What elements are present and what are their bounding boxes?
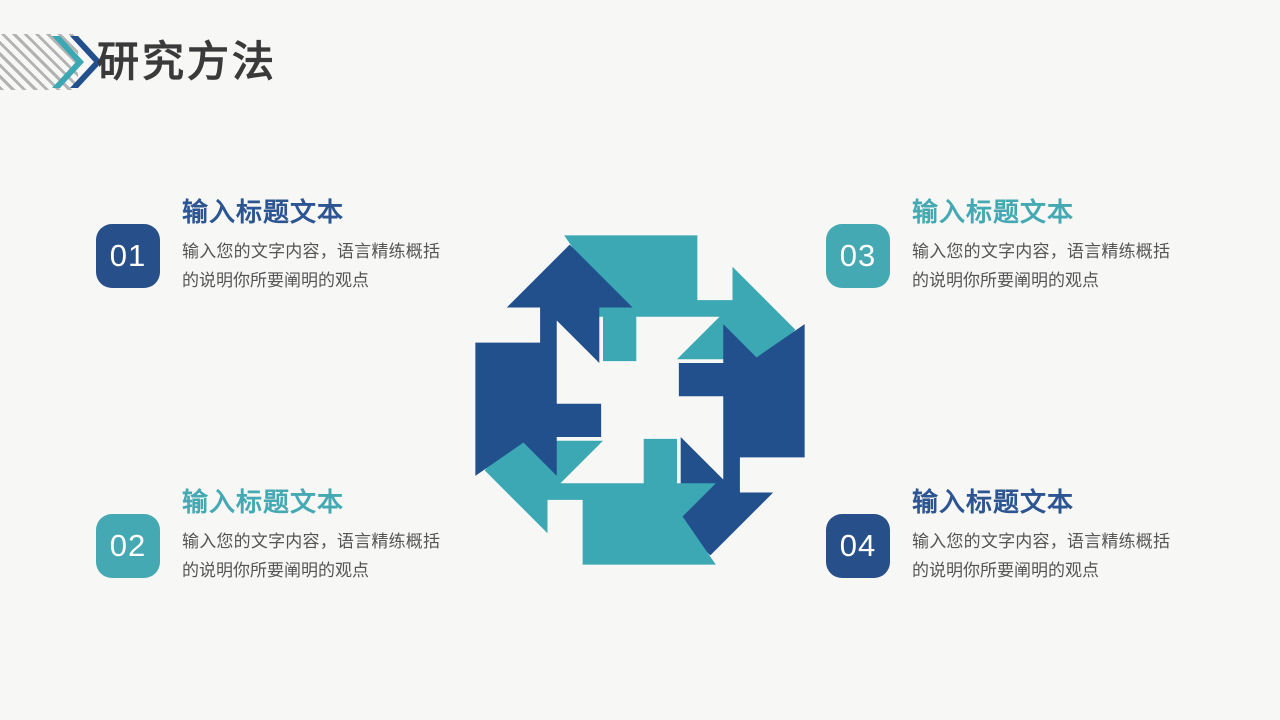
chevron-navy-icon <box>70 36 102 88</box>
item-description-04: 输入您的文字内容，语言精练概括的说明你所要阐明的观点 <box>912 532 1170 581</box>
item-text-block-04: 输入标题文本 输入您的文字内容，语言精练概括的说明你所要阐明的观点 <box>912 486 1196 586</box>
item-text-block-02: 输入标题文本 输入您的文字内容，语言精练概括的说明你所要阐明的观点 <box>182 486 466 586</box>
page-title: 研究方法 <box>97 37 278 86</box>
item-title-02: 输入标题文本 <box>182 488 345 518</box>
feature-item-03[interactable]: 03 输入标题文本 输入您的文字内容，语言精练概括的说明你所要阐明的观点 <box>826 196 1196 296</box>
feature-item-02[interactable]: 02 输入标题文本 输入您的文字内容，语言精练概括的说明你所要阐明的观点 <box>96 486 466 586</box>
feature-item-04[interactable]: 04 输入标题文本 输入您的文字内容，语言精练概括的说明你所要阐明的观点 <box>826 486 1196 586</box>
item-description-01: 输入您的文字内容，语言精练概括的说明你所要阐明的观点 <box>182 242 440 291</box>
feature-item-01[interactable]: 01 输入标题文本 输入您的文字内容，语言精练概括的说明你所要阐明的观点 <box>96 196 466 296</box>
item-number-badge-01: 01 <box>96 224 160 288</box>
item-number-badge-02: 02 <box>96 514 160 578</box>
item-text-block-03: 输入标题文本 输入您的文字内容，语言精练概括的说明你所要阐明的观点 <box>912 196 1196 296</box>
item-number-badge-03: 03 <box>826 224 890 288</box>
four-arrow-cycle-diagram <box>475 235 805 565</box>
item-text-block-01: 输入标题文本 输入您的文字内容，语言精练概括的说明你所要阐明的观点 <box>182 196 466 296</box>
item-number-badge-04: 04 <box>826 514 890 578</box>
chevron-decoration <box>52 36 102 88</box>
item-description-02: 输入您的文字内容，语言精练概括的说明你所要阐明的观点 <box>182 532 440 581</box>
item-title-04: 输入标题文本 <box>912 488 1075 518</box>
chevron-teal-icon <box>52 36 84 88</box>
item-title-01: 输入标题文本 <box>182 198 345 228</box>
item-description-03: 输入您的文字内容，语言精练概括的说明你所要阐明的观点 <box>912 242 1170 291</box>
slide-header: 研究方法 <box>0 26 1280 98</box>
item-title-03: 输入标题文本 <box>912 198 1075 228</box>
